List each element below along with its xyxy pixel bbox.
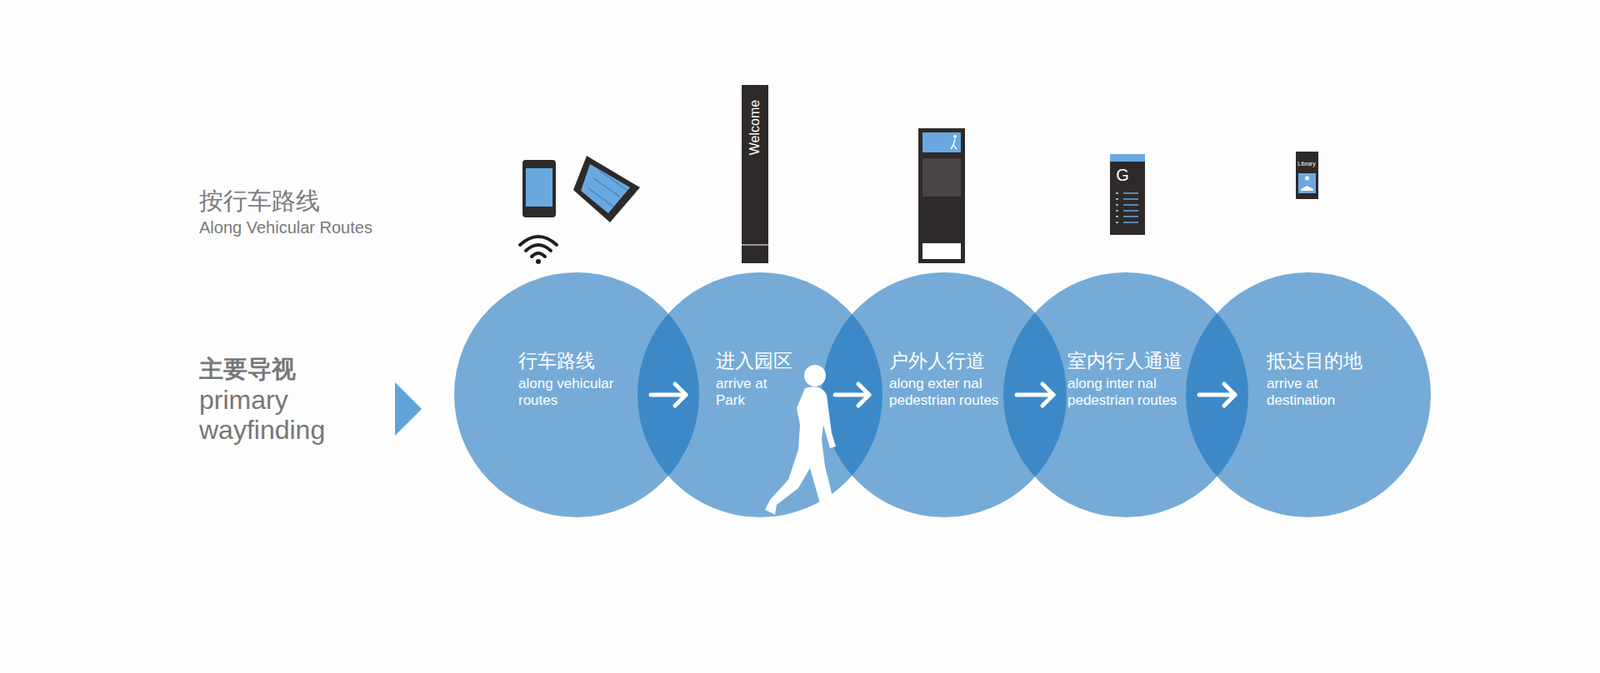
section-heading: 主要导视 <box>199 353 296 387</box>
stage-title: 行车路线 <box>518 349 635 373</box>
stage-text: 户外人行道along exter nal pedestrian routes <box>889 349 1010 410</box>
library-sign <box>1295 151 1319 200</box>
stage-text: 进入园区arrive at Park <box>715 349 783 410</box>
stage-title: 抵达目的地 <box>1266 349 1350 373</box>
stage-text: 抵达目的地arrive at destination <box>1266 349 1350 410</box>
stage-subtitle: arrive at Park <box>715 375 783 410</box>
stage-subtitle: along exter nal pedestrian routes <box>889 375 1010 410</box>
directory-sign <box>1110 154 1145 235</box>
stage-text: 室内行人通道along inter nal pedestrian routes <box>1067 349 1189 410</box>
stage-title: 户外人行道 <box>889 349 1010 373</box>
floor-letter: G <box>1115 165 1130 185</box>
stage-title: 进入园区 <box>715 349 783 373</box>
section-heading: 按行车路线 <box>199 185 320 219</box>
section-subheading: Along Vehicular Routes <box>199 218 373 238</box>
pylon-text: Welcome <box>747 100 763 155</box>
stage-subtitle: along vehicular routes <box>518 375 635 410</box>
stage-subtitle: arrive at destination <box>1266 375 1350 410</box>
stage-title: 室内行人通道 <box>1067 349 1189 373</box>
welcome-pylon <box>741 85 769 264</box>
start-triangle <box>395 382 422 436</box>
stage-subtitle: along inter nal pedestrian routes <box>1067 375 1189 410</box>
map-icon <box>573 155 640 223</box>
phone-icon <box>522 160 556 218</box>
sign-text: Library <box>1297 160 1315 167</box>
section-subheading: primary wayfinding <box>199 385 358 445</box>
wifi-icon <box>520 236 557 265</box>
pedestrian-sign <box>918 128 965 264</box>
stage-text: 行车路线along vehicular routes <box>518 349 635 410</box>
stage-circle: 抵达目的地arrive at destination <box>1185 272 1431 518</box>
